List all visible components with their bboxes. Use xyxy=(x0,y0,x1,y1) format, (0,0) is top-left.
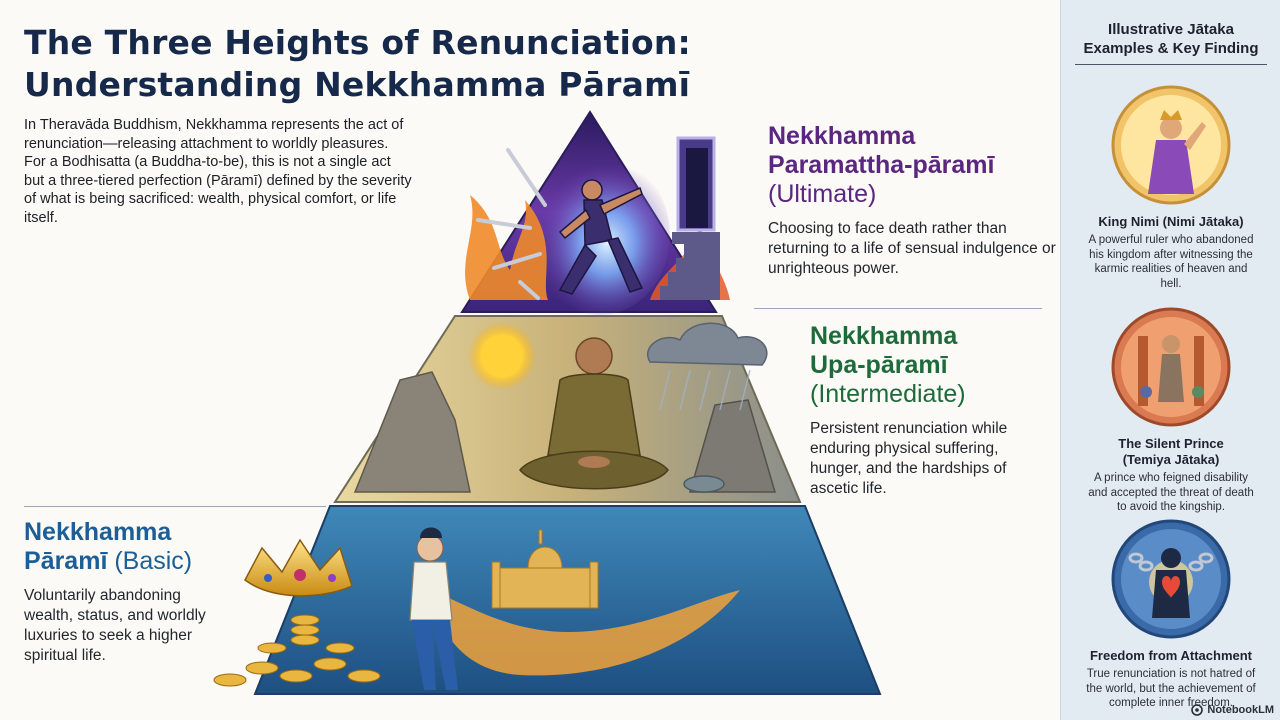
rock-left xyxy=(353,371,471,493)
page-title: The Three Heights of Renunciation: Under… xyxy=(24,22,784,106)
prince-figure xyxy=(409,527,458,690)
meditating-monk xyxy=(519,337,669,490)
card-king-nimi-title: King Nimi (Nimi Jātaka) xyxy=(1098,214,1244,229)
card-king-nimi-desc: A powerful ruler who abandoned his kingd… xyxy=(1088,234,1254,290)
gold-coins xyxy=(213,614,381,687)
stairs xyxy=(660,232,720,300)
card-silent-prince: The Silent Prince (Temiya Jātaka) A prin… xyxy=(1061,306,1280,515)
card-freedom: Freedom from Attachment True renunciatio… xyxy=(1061,518,1280,711)
tier-ultimate: Nekkhamma Paramattha-pāramī (Ultimate) C… xyxy=(768,122,1058,279)
tier-basic-title: Nekkhamma Pāramī (Basic) xyxy=(24,518,193,575)
silent-prince-portrait-icon xyxy=(1111,307,1231,427)
tier-basic-desc: Voluntarily abandoning wealth, status, a… xyxy=(24,587,206,664)
tier-intermediate: Nekkhamma Upa-pāramī (Intermediate) Pers… xyxy=(810,322,1050,499)
broken-chains-heart-icon xyxy=(1111,519,1231,639)
golden-sash xyxy=(430,590,740,676)
alms-bowl xyxy=(683,475,725,493)
title-line-2: Understanding Nekkhamma Pāramī xyxy=(24,65,691,104)
card-freedom-desc: True renunciation is not hatred of the w… xyxy=(1086,668,1256,709)
tier-intermediate-desc: Persistent renunciation while enduring p… xyxy=(810,420,1008,497)
tier-ultimate-title: Nekkhamma Paramattha-pāramī (Ultimate) xyxy=(768,122,995,208)
divider-ultimate xyxy=(754,308,1042,309)
intro-paragraph: In Theravāda Buddhism, Nekkhamma represe… xyxy=(24,117,412,226)
title-line-1: The Three Heights of Renunciation: xyxy=(24,23,691,62)
crown xyxy=(244,538,353,597)
pyramid-illustration xyxy=(213,110,882,695)
sidebar-divider xyxy=(1075,64,1267,65)
card-silent-prince-desc: A prince who feigned disability and acce… xyxy=(1088,472,1254,513)
tier-basic: Nekkhamma Pāramī (Basic) Voluntarily aba… xyxy=(24,518,234,666)
tier-intermediate-title: Nekkhamma Upa-pāramī (Intermediate) xyxy=(810,322,966,408)
golden-palace xyxy=(491,529,599,609)
storm-cloud xyxy=(647,322,768,366)
card-freedom-title: Freedom from Attachment xyxy=(1089,648,1253,663)
notebooklm-logo-icon xyxy=(1191,704,1204,716)
tier-ultimate-desc: Choosing to face death rather than retur… xyxy=(768,220,1056,277)
sidebar-heading: Illustrative Jātaka Examples & Key Findi… xyxy=(1083,21,1259,57)
sidebar-examples: Illustrative Jātaka Examples & Key Findi… xyxy=(1060,0,1280,720)
card-king-nimi: King Nimi (Nimi Jātaka) A powerful ruler… xyxy=(1061,84,1280,291)
brand-name: NotebookLM xyxy=(1207,704,1274,716)
divider-basic xyxy=(24,506,326,507)
brand-badge: NotebookLM xyxy=(1191,704,1274,716)
ascetic-figure-top xyxy=(558,179,644,295)
main-panel: The Three Heights of Renunciation: Under… xyxy=(24,22,1058,695)
rock-right xyxy=(689,399,777,493)
card-silent-prince-title: The Silent Prince (Temiya Jātaka) xyxy=(1118,436,1224,467)
king-nimi-portrait-icon xyxy=(1111,85,1231,205)
